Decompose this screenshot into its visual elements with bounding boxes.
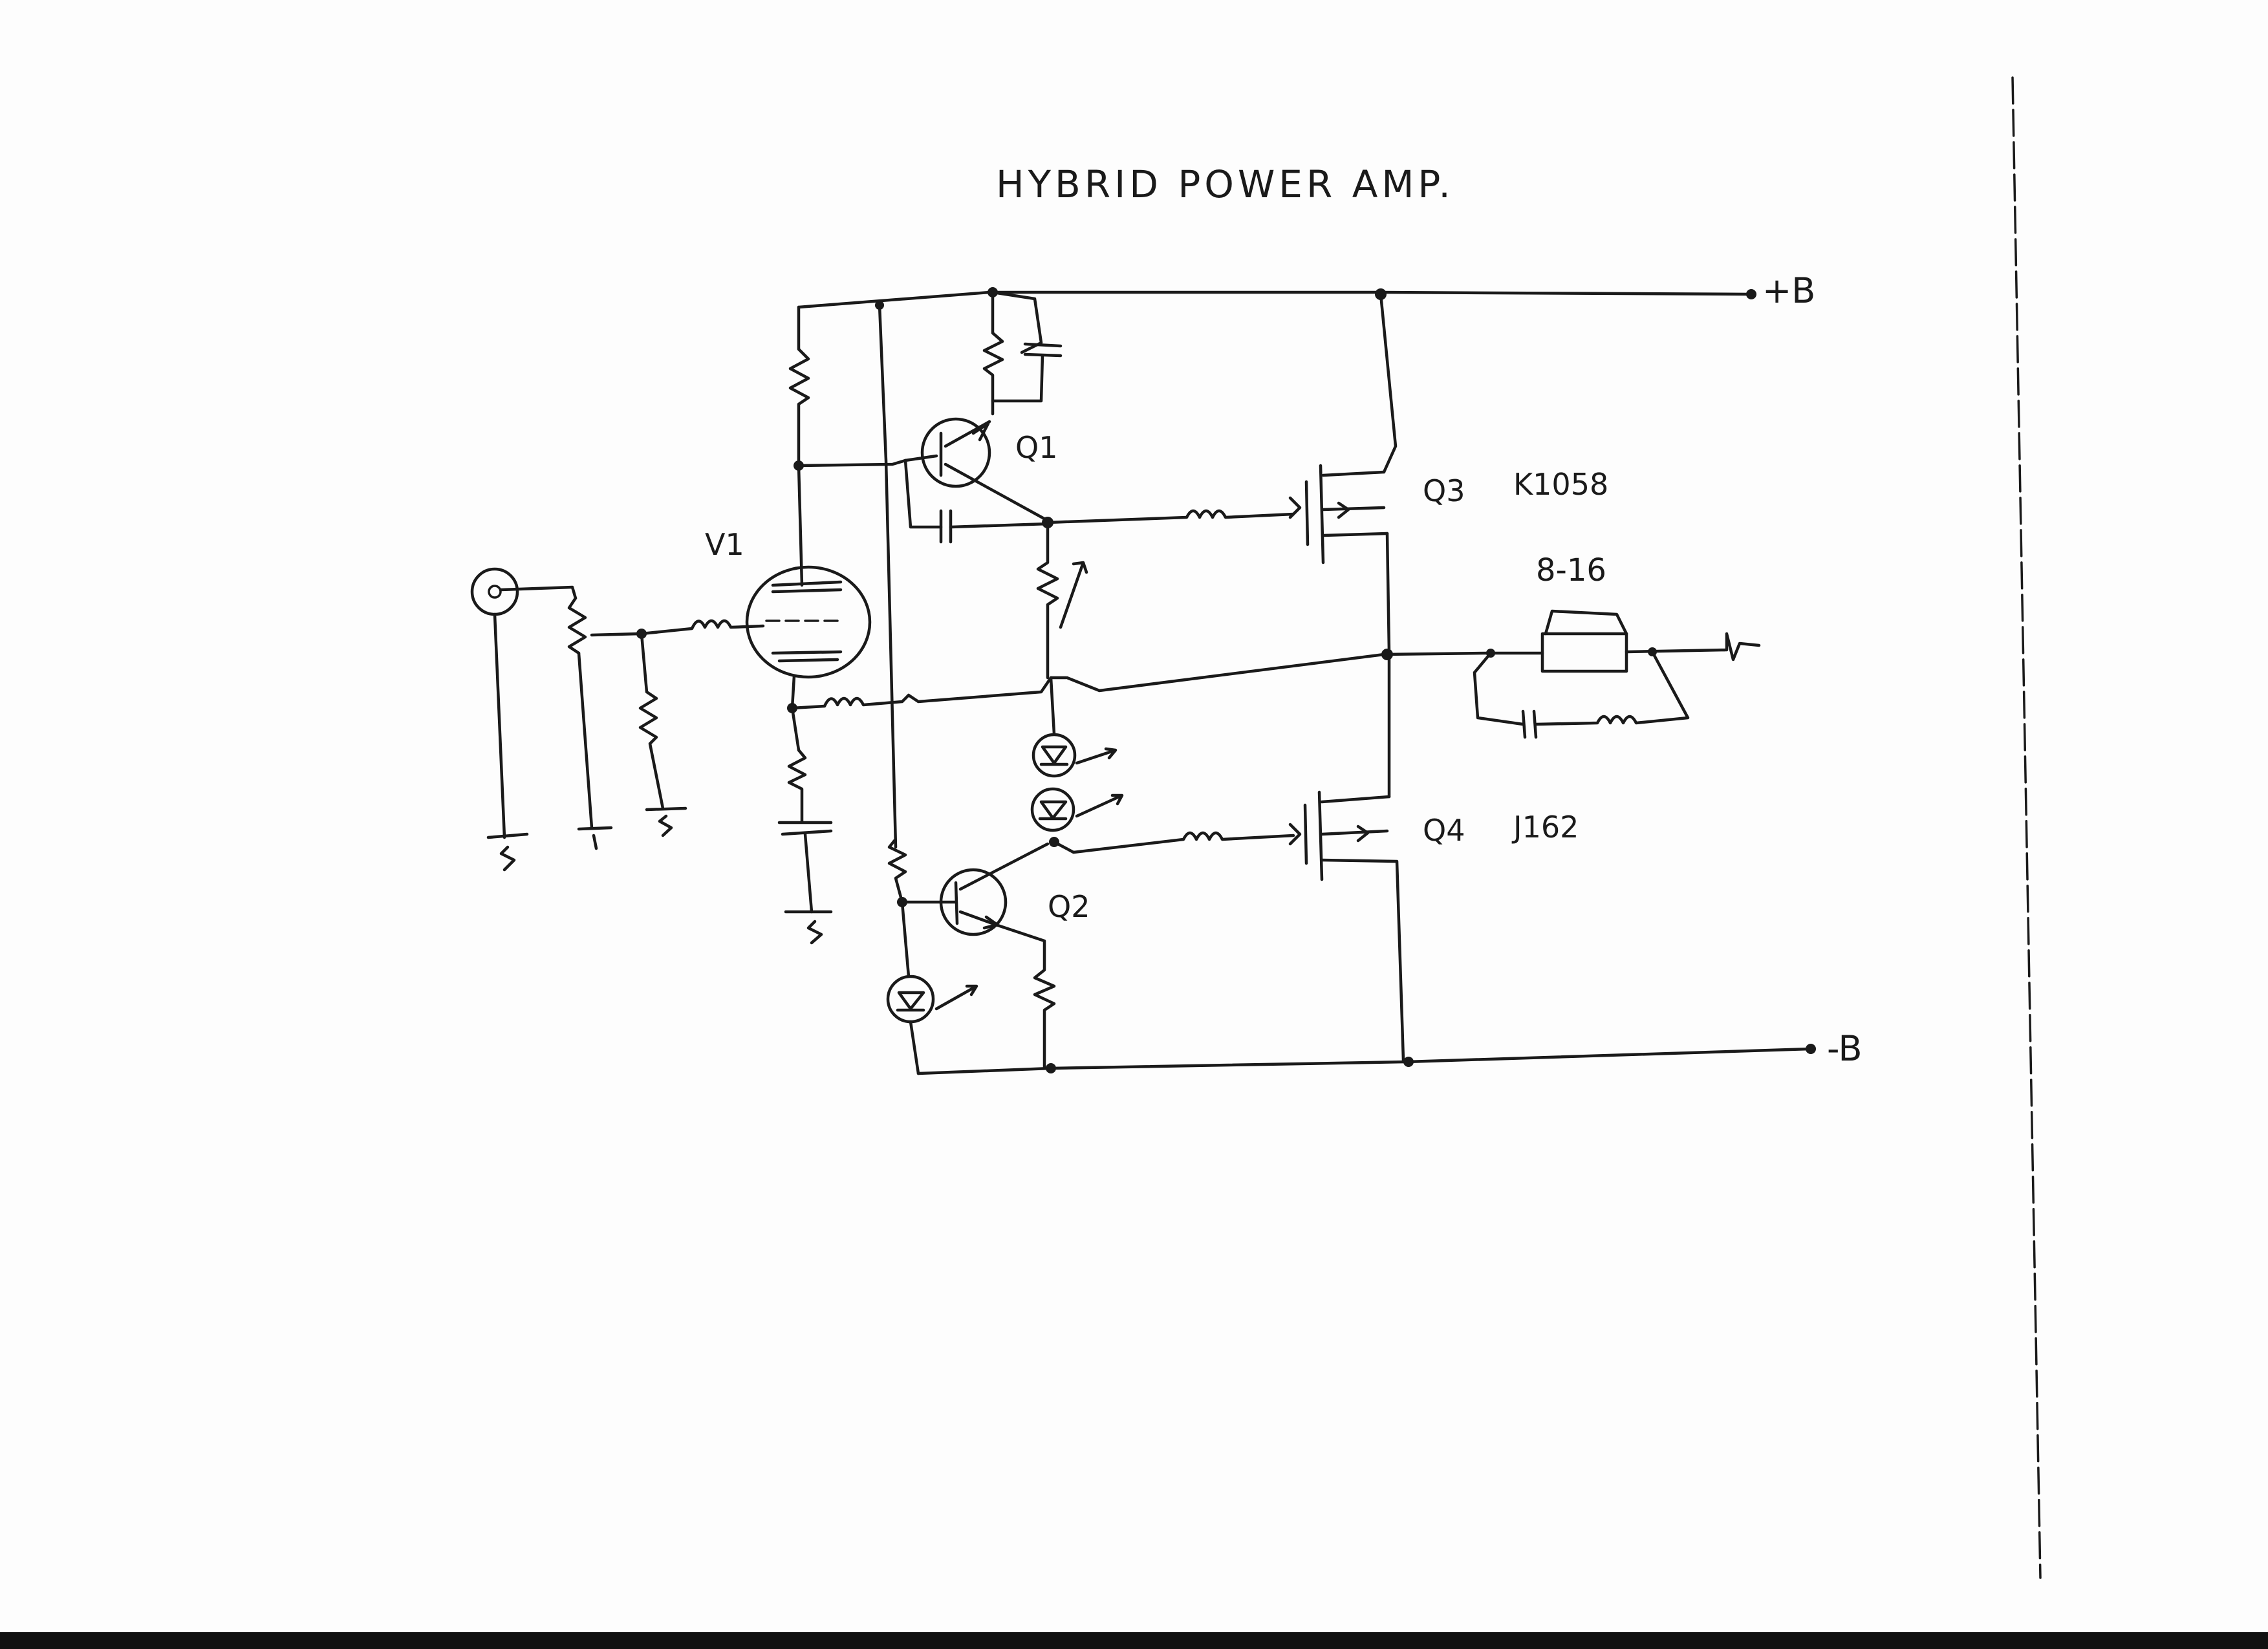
schematic-title: HYBRID POWER AMP. [996,162,1454,206]
bias-feed-line [878,303,898,849]
q3-part-number: K1058 [1513,467,1608,502]
output-node [1065,649,1489,693]
q2-transistor [900,842,1056,1070]
q2-label: Q2 [1048,889,1090,924]
v1-tube [745,565,872,679]
q1-label: Q1 [1015,430,1057,465]
positive-rail [797,287,1756,310]
v1-label: V1 [705,527,744,562]
grid-stopper-resistor [640,619,765,636]
bias-potentiometer [1036,521,1088,680]
q1-emitter-network [982,290,1063,416]
q4-gate-resistor [1052,831,1295,854]
q4-part-number: J162 [1511,810,1579,845]
grid-leak-resistor [638,632,687,837]
q1-transistor [903,417,1050,523]
positive-supply-label: +B [1762,270,1815,311]
page-margin-line [2011,76,2042,1579]
q3-mosfet [1288,292,1398,655]
input-jack [470,567,578,872]
negative-supply-label: -B [1827,1028,1863,1069]
bias-diode-stack [1030,676,1124,847]
scan-edge-bar [0,1632,2268,1649]
speaker-load [1473,609,1761,739]
q4-mosfet [1288,651,1405,1062]
plate-resistor [788,305,907,587]
speaker-impedance-label: 8-16 [1536,552,1606,588]
q3-label: Q3 [1423,473,1465,508]
q2-base-network [886,839,978,1075]
feedback-network [790,676,1068,710]
negative-rail [916,1044,1816,1075]
q3-gate-resistor [1046,509,1295,524]
q4-label: Q4 [1423,813,1465,848]
cathode-network [777,674,833,945]
volume-potentiometer [567,596,647,850]
